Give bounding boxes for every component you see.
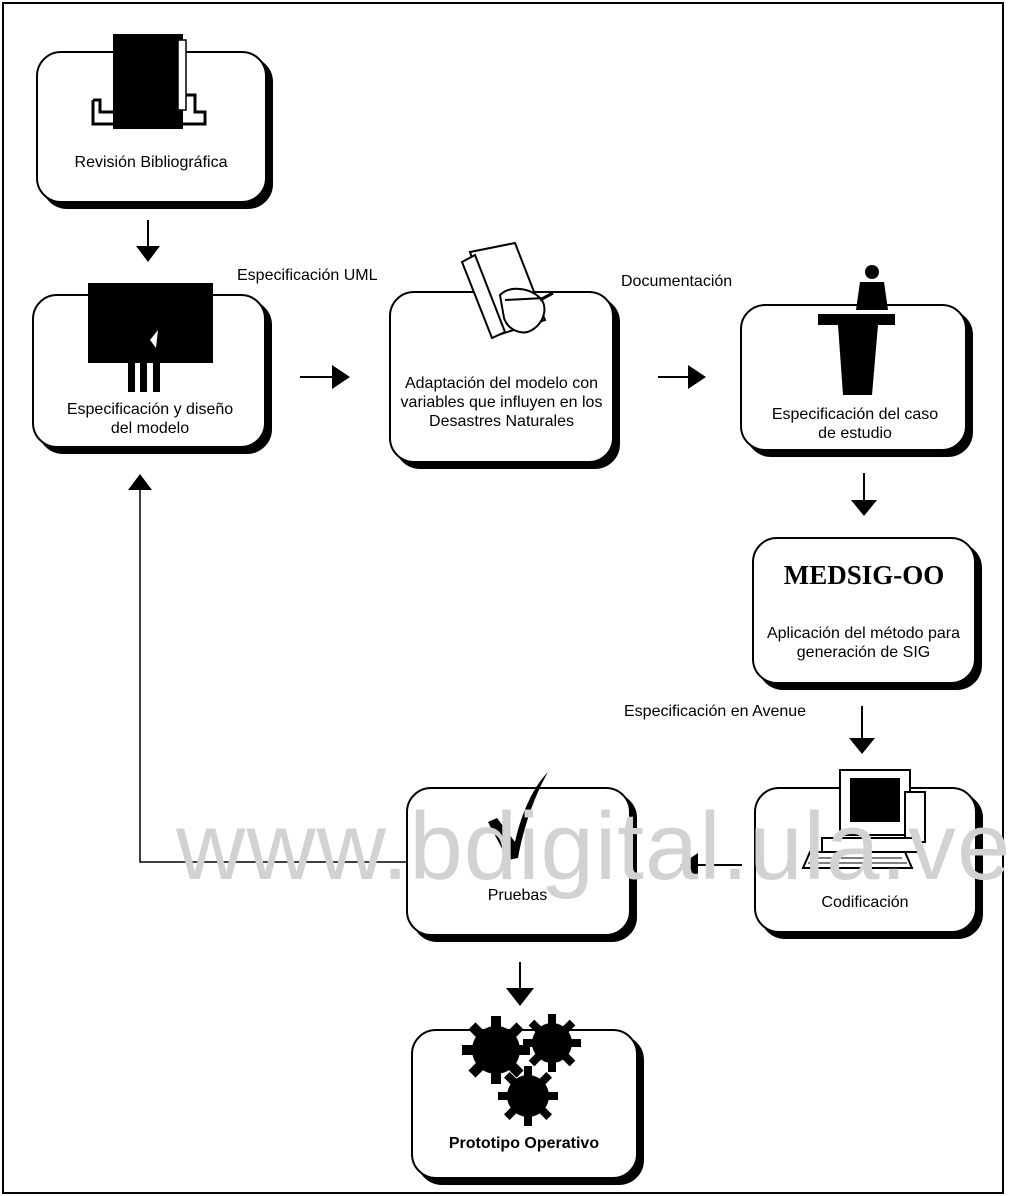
book-icon bbox=[91, 34, 207, 129]
arrow-revision-to-especificacion bbox=[136, 220, 160, 262]
checkmark-icon bbox=[488, 772, 548, 860]
node-label-medsig: Aplicación del método para generación de… bbox=[766, 625, 960, 661]
speaker-podium-icon bbox=[818, 265, 895, 395]
arrow-caso-to-medsig bbox=[851, 473, 877, 516]
node-title-medsig: MEDSIG-OO bbox=[783, 560, 945, 590]
node-label-revision: Revisión Bibliográfica bbox=[74, 154, 228, 171]
edge-label-avenue: Especificación en Avenue bbox=[624, 703, 807, 720]
arrow-pruebas-to-prototipo bbox=[506, 962, 534, 1006]
computer-icon bbox=[801, 769, 926, 869]
node-box-medsig bbox=[752, 537, 976, 684]
watermark: www.bdigital.ula.ve bbox=[176, 793, 1009, 900]
node-label-especificacion-modelo: Especificación y diseño del modelo bbox=[66, 401, 234, 437]
presentation-board-icon bbox=[88, 283, 213, 392]
arrow-pruebas-feedback-loop bbox=[128, 474, 407, 863]
writing-hand-icon bbox=[460, 241, 554, 340]
arrow-especificacion-to-adaptacion bbox=[300, 365, 350, 389]
edge-label-uml: Especificación UML bbox=[237, 267, 378, 284]
arrow-adaptacion-to-caso bbox=[658, 365, 706, 389]
node-label-codificacion: Codificación bbox=[821, 894, 909, 911]
node-label-adaptacion: Adaptación del modelo con variables que … bbox=[400, 375, 603, 430]
arrow-medsig-to-codificacion bbox=[849, 706, 875, 754]
arrow-codificacion-to-pruebas bbox=[680, 853, 742, 877]
node-label-caso-estudio: Especificación del caso de estudio bbox=[771, 406, 939, 442]
gears-icon bbox=[462, 1014, 581, 1126]
node-label-pruebas: Pruebas bbox=[487, 887, 548, 904]
node-label-prototipo: Prototipo Operativo bbox=[448, 1135, 600, 1152]
edge-label-documentacion: Documentación bbox=[621, 273, 733, 290]
